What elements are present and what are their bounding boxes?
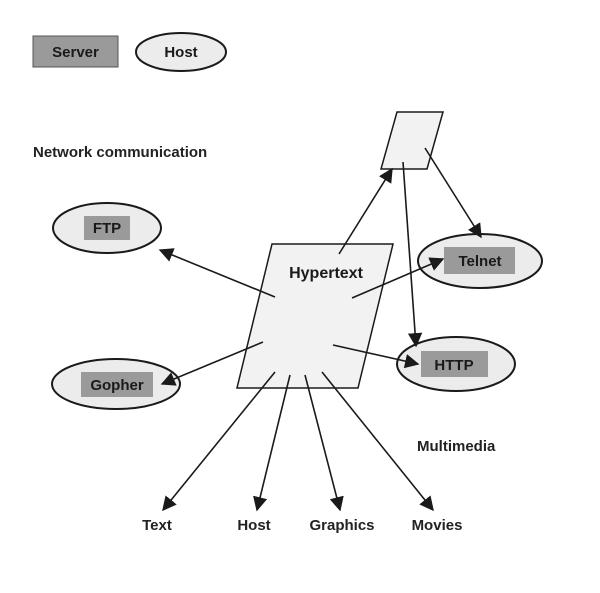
media-text-label: Text [142,517,172,534]
legend-server-label: Server [52,44,99,61]
arrow-remote-server-to-telnet [424,147,482,239]
ftp-label: FTP [93,220,121,237]
arrow-hypertext-to-remote-server [338,167,393,255]
hypertext-shape [236,243,394,389]
legend-host-ellipse [135,32,227,72]
arrow-hypertext-to-http [332,344,420,369]
multimedia-label: Multimedia [417,438,496,455]
legend: Server Host [32,32,227,72]
telnet-server-box [444,247,515,274]
legend-server-box [32,35,119,68]
hypertext-label: Hypertext [289,265,363,282]
arrow-hypertext-to-text [162,371,276,512]
http-server-box [421,351,488,377]
media-graphics-label: Graphics [309,517,374,534]
gopher-node: Gopher [51,358,181,410]
ftp-node: FTP [52,202,162,254]
remote-server-shape [380,111,444,170]
arrow-hypertext-to-gopher [160,341,264,386]
arrow-hypertext-to-graphics [304,374,344,512]
http-label: HTTP [434,357,473,374]
legend-host-label: Host [164,44,197,61]
telnet-node: Telnet [417,233,543,289]
media-host-label: Host [237,517,270,534]
network-communication-label: Network communication [33,144,207,161]
media-movies-label: Movies [412,517,463,534]
ftp-server-box [84,216,130,240]
arrow-hypertext-to-ftp [158,248,276,298]
gopher-label: Gopher [90,377,143,394]
gopher-server-box [81,372,153,397]
arrow-remote-server-to-http [402,161,423,348]
connections [158,147,482,512]
arrow-hypertext-to-telnet [351,257,445,299]
telnet-label: Telnet [458,253,501,270]
arrow-hypertext-to-host [253,374,291,512]
arrow-hypertext-to-movies [321,371,434,512]
http-node: HTTP [396,336,516,392]
